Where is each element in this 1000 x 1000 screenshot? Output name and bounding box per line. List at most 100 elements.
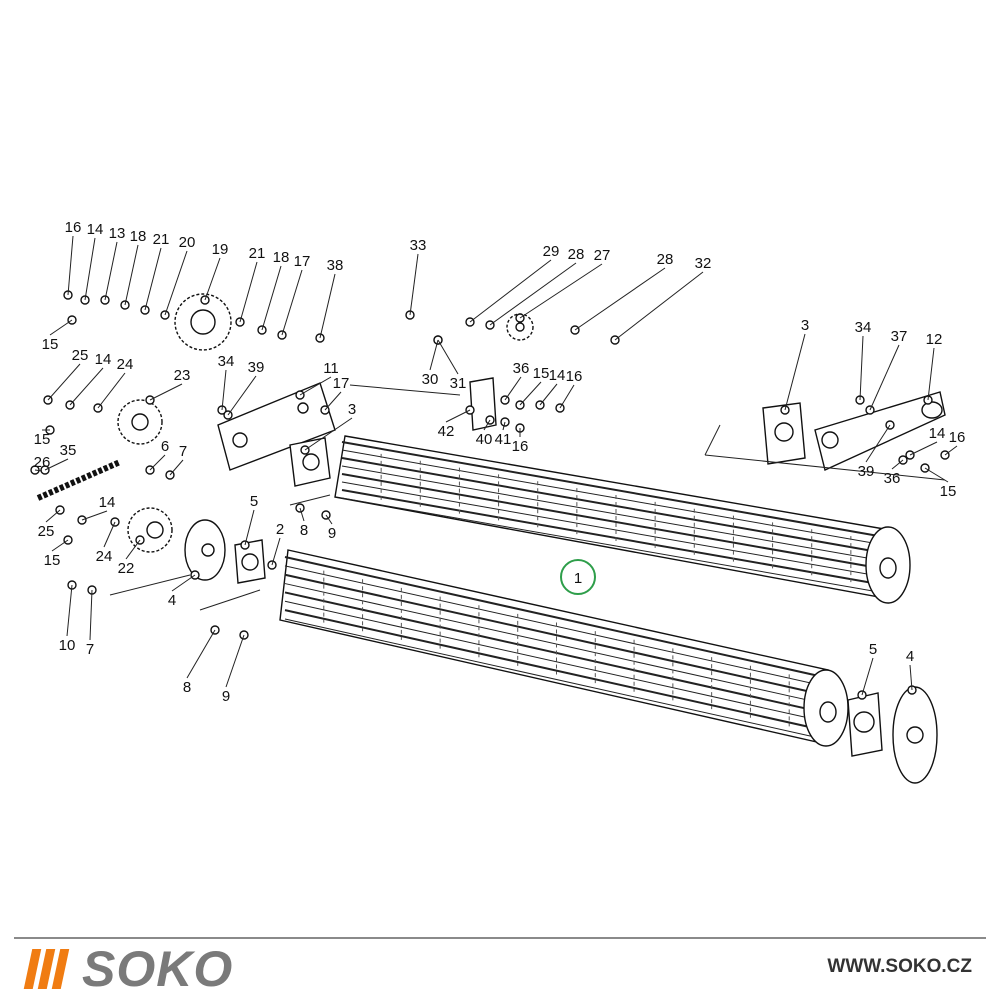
leader-line <box>445 409 471 423</box>
leader-line <box>227 375 257 416</box>
callout-label[interactable]: 18 <box>273 249 290 266</box>
callout-label[interactable]: 13 <box>109 225 126 242</box>
callout-label[interactable]: 8 <box>300 522 308 539</box>
callout-label[interactable]: 18 <box>130 228 147 245</box>
leader-line <box>944 445 958 456</box>
callout-label[interactable]: 19 <box>212 241 229 258</box>
callout-label[interactable]: 3 <box>348 401 356 418</box>
sprocket-22 <box>127 507 173 553</box>
callout-label[interactable]: 17 <box>333 375 350 392</box>
assembly-line <box>704 424 721 456</box>
callout-label[interactable]: 14 <box>87 221 104 238</box>
sprocket-19 <box>174 293 232 351</box>
callout-label[interactable]: 35 <box>60 442 77 459</box>
callout-label[interactable]: 16 <box>566 368 583 385</box>
callout-label[interactable]: 10 <box>59 637 76 654</box>
website-link[interactable]: WWW.SOKO.CZ <box>827 956 972 977</box>
callout-label[interactable]: 21 <box>153 231 170 248</box>
callout-label[interactable]: 14 <box>99 494 116 511</box>
callout-label[interactable]: 39 <box>858 463 875 480</box>
sprocket-23 <box>117 399 163 445</box>
callout-label[interactable]: 14 <box>929 425 946 442</box>
callout-label[interactable]: 5 <box>250 493 258 510</box>
callout-label[interactable]: 21 <box>249 245 266 262</box>
callout-label[interactable]: 16 <box>512 438 529 455</box>
leader-line <box>483 419 491 431</box>
leader-line <box>81 510 108 521</box>
callout-label[interactable]: 22 <box>118 560 135 577</box>
callout-label[interactable]: 36 <box>513 360 530 377</box>
callout-label[interactable]: 15 <box>34 431 51 448</box>
callout-label[interactable]: 41 <box>495 431 512 448</box>
callout-label[interactable]: 15 <box>940 483 957 500</box>
callout-label[interactable]: 5 <box>869 641 877 658</box>
callout-label[interactable]: 15 <box>44 552 61 569</box>
callout-label[interactable]: 11 <box>323 360 339 377</box>
roller-slat <box>341 473 891 571</box>
callout-label[interactable]: 7 <box>179 443 187 460</box>
callout-label[interactable]: 15 <box>42 336 59 353</box>
callout-label[interactable]: 7 <box>86 641 94 658</box>
callout-label[interactable]: 34 <box>855 319 872 336</box>
callout-label[interactable]: 39 <box>248 359 265 376</box>
callout-label[interactable]: 9 <box>328 525 336 542</box>
callout-label[interactable]: 27 <box>594 247 611 264</box>
callout-label[interactable]: 28 <box>657 251 674 268</box>
callout-label[interactable]: 4 <box>906 648 914 665</box>
callout-label[interactable]: 14 <box>95 351 112 368</box>
callout-label[interactable]: 26 <box>34 454 51 471</box>
leader-line <box>519 263 603 319</box>
callout-label[interactable]: 4 <box>168 592 176 609</box>
callout-label[interactable]: 3 <box>801 317 809 334</box>
leader-line <box>437 339 459 375</box>
callout-label[interactable]: 16 <box>65 219 82 236</box>
leader-line <box>66 584 73 637</box>
soko-logo[interactable]: SOKO <box>23 944 233 994</box>
callout-label[interactable]: 15 <box>533 365 550 382</box>
callout-label[interactable]: 16 <box>949 429 966 446</box>
callout-label[interactable]: 8 <box>183 679 191 696</box>
callout-label[interactable]: 30 <box>422 371 439 388</box>
callout-label[interactable]: 36 <box>884 470 901 487</box>
callout-label[interactable]: 29 <box>543 243 560 260</box>
leader-line <box>149 454 166 471</box>
callout-label[interactable]: 28 <box>568 246 585 263</box>
flange-4-right <box>892 686 938 784</box>
callout-label[interactable]: 31 <box>450 375 467 392</box>
callout-label[interactable]: 24 <box>117 356 134 373</box>
callout-label[interactable]: 37 <box>891 328 908 345</box>
leader-line <box>304 417 353 451</box>
callout-label[interactable]: 9 <box>222 688 230 705</box>
leader-line <box>539 383 558 406</box>
callout-label[interactable]: 38 <box>327 257 344 274</box>
bushing-12 <box>921 401 943 419</box>
bearing-plate-3 <box>289 437 331 487</box>
callout-label[interactable]: 14 <box>549 367 566 384</box>
callout-label[interactable]: 6 <box>161 438 169 455</box>
callout-label[interactable]: 12 <box>926 331 943 348</box>
leader-line <box>44 458 69 471</box>
callout-label[interactable]: 33 <box>410 237 427 254</box>
callout-label[interactable]: 34 <box>218 353 235 370</box>
highlighted-callout-1[interactable]: 1 <box>560 559 596 595</box>
callout-label[interactable]: 42 <box>438 423 455 440</box>
leader-line <box>51 539 69 552</box>
leader-line <box>869 344 900 411</box>
roller-slat <box>341 465 891 563</box>
callout-label[interactable]: 25 <box>38 523 55 540</box>
callout-label[interactable]: 40 <box>476 431 493 448</box>
callout-label[interactable]: 32 <box>695 255 712 272</box>
callout-label[interactable]: 23 <box>174 367 191 384</box>
callout-label[interactable]: 24 <box>96 548 113 565</box>
roller-slat <box>341 497 891 595</box>
assembly-line <box>704 454 946 481</box>
leader-line <box>225 634 245 688</box>
callout-label[interactable]: 17 <box>294 253 311 270</box>
leader-line <box>319 273 336 339</box>
leader-line <box>519 381 542 406</box>
callout-label[interactable]: 25 <box>72 347 89 364</box>
lower-roller <box>279 549 849 747</box>
callout-label[interactable]: 2 <box>276 521 284 538</box>
callout-label[interactable]: 20 <box>179 234 196 251</box>
